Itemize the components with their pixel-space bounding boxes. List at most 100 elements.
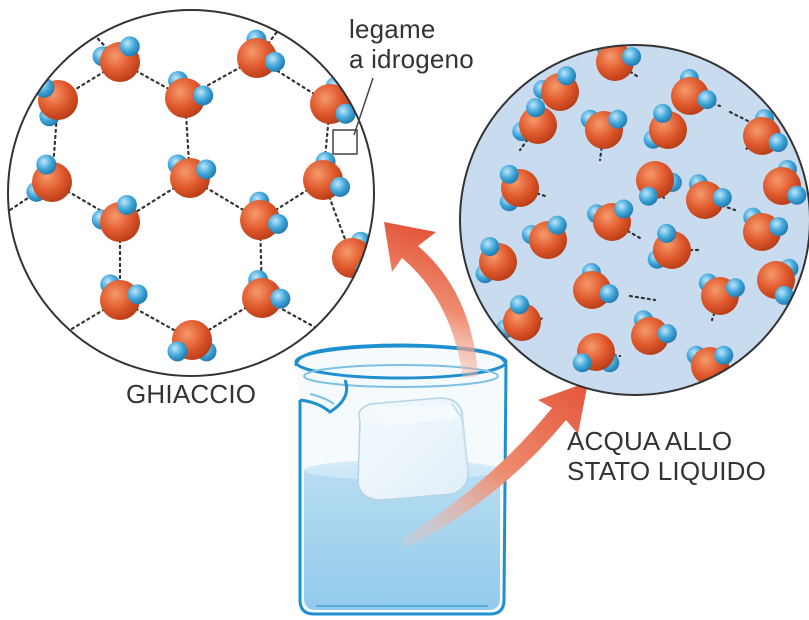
water-molecule — [92, 36, 140, 82]
hydrogen-atom — [714, 345, 734, 365]
water-molecule — [647, 223, 691, 269]
hydrogen-atom — [196, 159, 217, 180]
arrow-to-ice — [384, 222, 478, 378]
water-molecule — [587, 199, 634, 241]
hydrogen-atom — [36, 154, 57, 175]
hydrogen-atom — [499, 164, 519, 184]
hydrogen-bond-highlight — [332, 129, 358, 155]
hydrogen-atom — [712, 188, 732, 208]
oxygen-atom — [240, 200, 280, 240]
hydrogen-atom — [127, 284, 148, 305]
water-molecule — [496, 295, 541, 341]
water-molecule — [237, 29, 285, 78]
hydrogen-bond — [628, 294, 657, 302]
hydrogen-atom — [193, 85, 214, 106]
water-molecule — [512, 98, 557, 144]
water-molecule — [636, 161, 682, 206]
hydrogen-atom — [653, 103, 673, 123]
water-molecule — [91, 194, 140, 242]
ice-structure-view — [7, 9, 375, 377]
water-molecule — [763, 159, 807, 205]
water-molecule — [757, 258, 799, 305]
liquid-water-label-line1: ACQUA ALLO — [567, 426, 733, 456]
hydrogen-atom — [572, 353, 592, 373]
oxygen-atom — [671, 77, 709, 115]
oxygen-atom — [237, 38, 277, 78]
beaker-water — [304, 464, 500, 610]
hydrogen-atom — [769, 217, 789, 237]
beaker-glass — [294, 343, 508, 616]
water-molecule — [499, 164, 539, 212]
hydrogen-atom — [119, 36, 140, 57]
oxygen-atom — [503, 303, 541, 341]
hydrogen-atom — [330, 176, 351, 197]
hydrogen-atom — [116, 194, 137, 215]
water-molecule — [167, 154, 217, 198]
hydrogen-atom — [480, 237, 500, 257]
beaker — [294, 343, 508, 616]
water-molecule — [533, 66, 579, 111]
hydrogen-atom — [657, 223, 677, 243]
water-molecule — [580, 109, 628, 149]
hydrogen-atom — [355, 260, 374, 281]
hydrogen-bond-leader-line — [353, 77, 374, 136]
oxygen-atom — [686, 181, 724, 219]
water-molecule — [572, 333, 620, 373]
hydrogen-bond-label-line2: a idrogeno — [349, 44, 474, 74]
water-molecule — [671, 69, 717, 115]
water-molecule — [167, 320, 217, 362]
water-molecule — [100, 274, 148, 320]
hydrogen-atom — [335, 103, 356, 124]
hydrogen-atom — [557, 66, 577, 86]
ice-cube — [357, 397, 469, 501]
hydrogen-atom — [167, 341, 188, 362]
hydrogen-atom — [526, 98, 546, 118]
oxygen-atom — [573, 271, 611, 309]
water-molecule — [743, 109, 788, 155]
water-molecule — [573, 263, 619, 309]
hydrogen-atom — [768, 133, 788, 153]
hydrogen-bond-label-line1: legame — [349, 14, 436, 44]
water-molecule — [303, 151, 351, 200]
hydrogen-atom — [657, 324, 677, 344]
hydrogen-atom — [725, 278, 745, 298]
oxygen-atom — [165, 78, 205, 118]
water-molecule — [475, 237, 517, 284]
arrow-to-liquid — [400, 382, 588, 548]
water-molecule — [521, 215, 567, 259]
oxygen-atom — [519, 106, 557, 144]
water-molecule — [698, 273, 745, 315]
hydrogen-atom — [622, 47, 642, 67]
hydrogen-atom — [608, 109, 628, 129]
water-molecule — [686, 174, 732, 219]
hydrogen-atom — [267, 213, 288, 234]
hydrogen-atom — [614, 199, 634, 219]
hydrogen-atom — [774, 285, 794, 305]
hydrogen-atom — [510, 295, 530, 315]
liquid-water-label-line2: STATO LIQUIDO — [567, 456, 767, 486]
hydrogen-atom — [599, 284, 619, 304]
water-molecule — [743, 207, 789, 251]
water-molecule — [596, 45, 642, 81]
hydrogen-atom — [638, 186, 658, 206]
oxygen-atom — [242, 278, 282, 318]
hydrogen-atom — [547, 215, 567, 235]
water-molecule — [26, 154, 72, 202]
hydrogen-bond-label: legame a idrogeno — [349, 14, 474, 74]
liquid-structure-view — [459, 44, 809, 396]
liquid-water-label: ACQUA ALLO STATO LIQUIDO — [567, 426, 766, 486]
hydrogen-atom — [697, 90, 717, 110]
water-molecule — [643, 103, 687, 149]
hydrogen-bond — [728, 110, 752, 124]
hydrogen-atom — [787, 185, 807, 205]
water-molecule — [240, 191, 288, 240]
hydrogen-atom — [264, 51, 285, 72]
water-molecule — [165, 70, 214, 118]
oxygen-atom — [631, 317, 669, 355]
ice-label: GHIACCIO — [126, 379, 257, 409]
water-molecule — [242, 270, 291, 318]
hydrogen-bond — [68, 298, 122, 332]
hydrogen-atom — [270, 288, 291, 309]
water-molecule — [631, 310, 677, 355]
